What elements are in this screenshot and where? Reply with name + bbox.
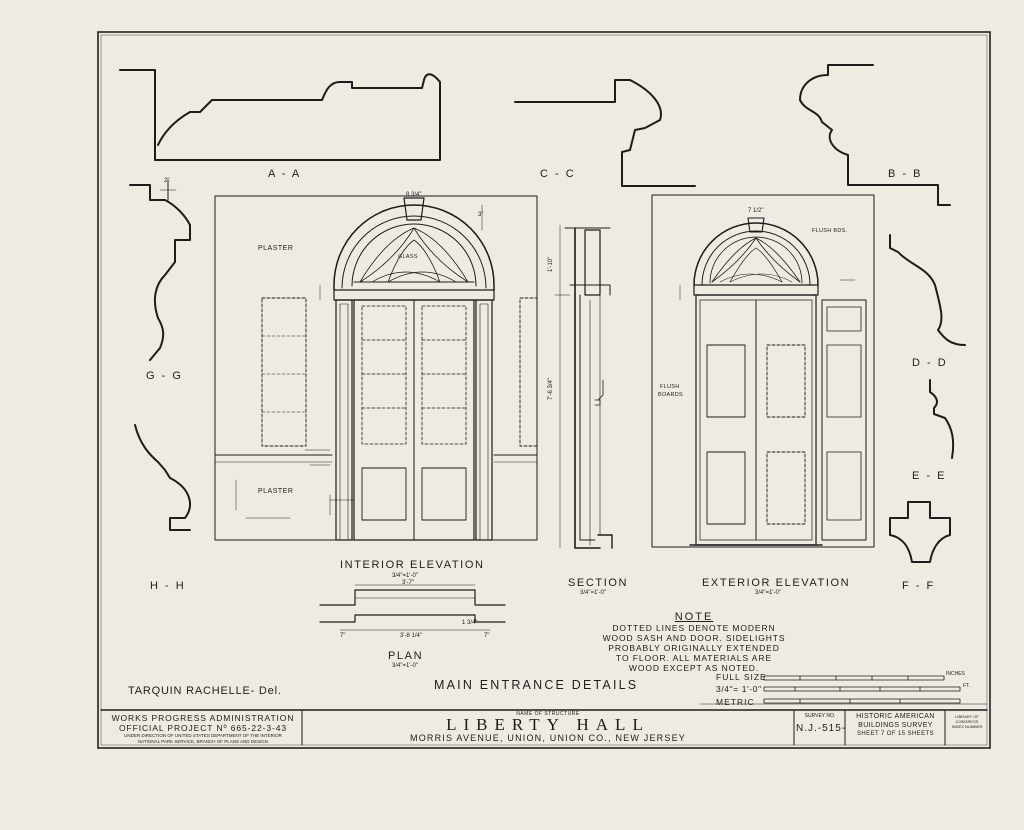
structure-name-caption: NAME OF STRUCTURE [516, 711, 580, 717]
label-aa: A - A [268, 168, 302, 180]
drawing-note: NOTE DOTTED LINES DENOTE MODERN WOOD SAS… [594, 611, 794, 674]
structure-address: MORRIS AVENUE, UNION, UNION CO., NEW JER… [410, 733, 686, 743]
dimension-plan-left: 7" [340, 633, 346, 639]
sheet-border [97, 31, 991, 749]
dimension-door-height: 7'-6 3/4" [548, 378, 554, 400]
habs-block: HISTORIC AMERICAN BUILDINGS SURVEY SHEET… [846, 712, 945, 739]
title-interior-elevation: INTERIOR ELEVATION [340, 559, 485, 571]
annotation-glass: GLASS [398, 254, 418, 260]
profile-ee [929, 379, 955, 459]
annotation-flush-boards-1: FLUSH [660, 384, 680, 390]
habs-line-1: HISTORIC AMERICAN [856, 713, 935, 720]
structure-name: LIBERTY HALL [446, 715, 650, 734]
note-line: WOOD EXCEPT AS NOTED. [628, 663, 760, 673]
profile-hh [134, 424, 191, 531]
library-index-block: LIBRARY OF CONGRESS INDEX NUMBER [946, 714, 988, 729]
annotation-plaster-top: PLASTER [258, 245, 294, 252]
dimension-exterior-keystone: 7 1/2" [748, 208, 764, 214]
label-dd: D - D [912, 357, 948, 369]
survey-number-caption: SURVEY NO. [804, 713, 836, 719]
dimension-keystone: 8 3/4" [406, 192, 422, 198]
interior-elevation [214, 195, 538, 541]
annotation-flush-boards-2: BOARDS [658, 392, 684, 398]
annotation-flush-bds: FLUSH BDS. [812, 228, 848, 234]
scale-three-quarter-label: 3/4"= 1'-0" [716, 684, 762, 694]
exterior-elevation [651, 194, 875, 548]
title-block-direction: UNDER DIRECTION OF UNITED STATES DEPARTM… [104, 733, 302, 745]
label-gg: G - G [146, 370, 183, 382]
dimension-three-inch: 3" [478, 212, 484, 218]
scale-inches-unit: INCHES [946, 671, 965, 677]
scale-plan: 3/4"=1'-0" [392, 663, 418, 669]
profile-aa [119, 69, 441, 161]
label-cc: C - C [540, 168, 576, 180]
profile-bb [799, 64, 951, 206]
scale-metric-label: METRIC [716, 697, 755, 707]
profile-cc [514, 79, 696, 187]
library-line-2: INDEX NUMBER [951, 724, 983, 729]
note-line: TO FLOOR. ALL MATERIALS ARE [616, 653, 772, 663]
survey-number: N.J.-515- [796, 723, 847, 734]
agency-name: WORKS PROGRESS ADMINISTRATION [111, 713, 295, 723]
dimension-two-inch: 2" [164, 178, 170, 184]
delineator-signature: TARQUIN RACHELLE- Del. [128, 685, 282, 697]
note-line: DOTTED LINES DENOTE MODERN [612, 623, 776, 633]
direction-line-2: NATIONAL PARK SERVICE, BRANCH OF PLANS A… [137, 739, 269, 744]
note-line: PROBABLY ORIGINALLY EXTENDED [608, 643, 780, 653]
sheet-number: SHEET 7 OF 15 SHEETS [857, 731, 934, 737]
dimension-plan-bottom: 3'-8 1/4" [400, 633, 422, 639]
profile-gg [129, 179, 191, 361]
title-block-agency: WORKS PROGRESS ADMINISTRATION OFFICIAL P… [106, 713, 300, 733]
direction-line-1: UNDER DIRECTION OF UNITED STATES DEPARTM… [124, 733, 282, 738]
note-line: WOOD SASH AND DOOR. SIDELIGHTS [602, 633, 786, 643]
title-exterior-elevation: EXTERIOR ELEVATION [702, 577, 851, 589]
label-ee: E - E [912, 470, 947, 482]
library-line-1: LIBRARY OF CONGRESS [955, 714, 979, 724]
scale-interior-elevation: 3/4"=1'-0" [392, 573, 418, 579]
label-ff: F - F [902, 580, 936, 592]
scale-feet-unit: FT. [963, 683, 970, 689]
title-plan: PLAN [388, 650, 424, 662]
dimension-plan-top: 3'-7" [402, 580, 414, 586]
note-heading: NOTE [674, 611, 714, 623]
label-bb: B - B [888, 168, 923, 180]
scale-exterior-elevation: 3/4"=1'-0" [755, 590, 781, 596]
dimension-plan-mid: 1 3/4" [462, 620, 478, 626]
label-hh: H - H [150, 580, 186, 592]
title-section: SECTION [568, 577, 629, 589]
section-view [554, 224, 613, 549]
habs-line-2: BUILDINGS SURVEY [858, 722, 933, 729]
title-block-frame [100, 703, 988, 746]
scale-section: 3/4"=1'-0" [580, 590, 606, 596]
dimension-transom-height: 1'-10" [548, 256, 554, 272]
profile-ff [889, 501, 951, 563]
dimension-plan-right: 7" [484, 633, 490, 639]
scale-bars [763, 675, 961, 704]
profile-dd [889, 234, 966, 346]
plan-view [319, 584, 506, 631]
annotation-plaster-bottom: PLASTER [258, 488, 294, 495]
scale-full-size-label: FULL SIZE [716, 672, 767, 682]
project-number: OFFICIAL PROJECT Nº 665-22-3-43 [119, 723, 287, 733]
sheet-title: MAIN ENTRANCE DETAILS [434, 678, 639, 692]
